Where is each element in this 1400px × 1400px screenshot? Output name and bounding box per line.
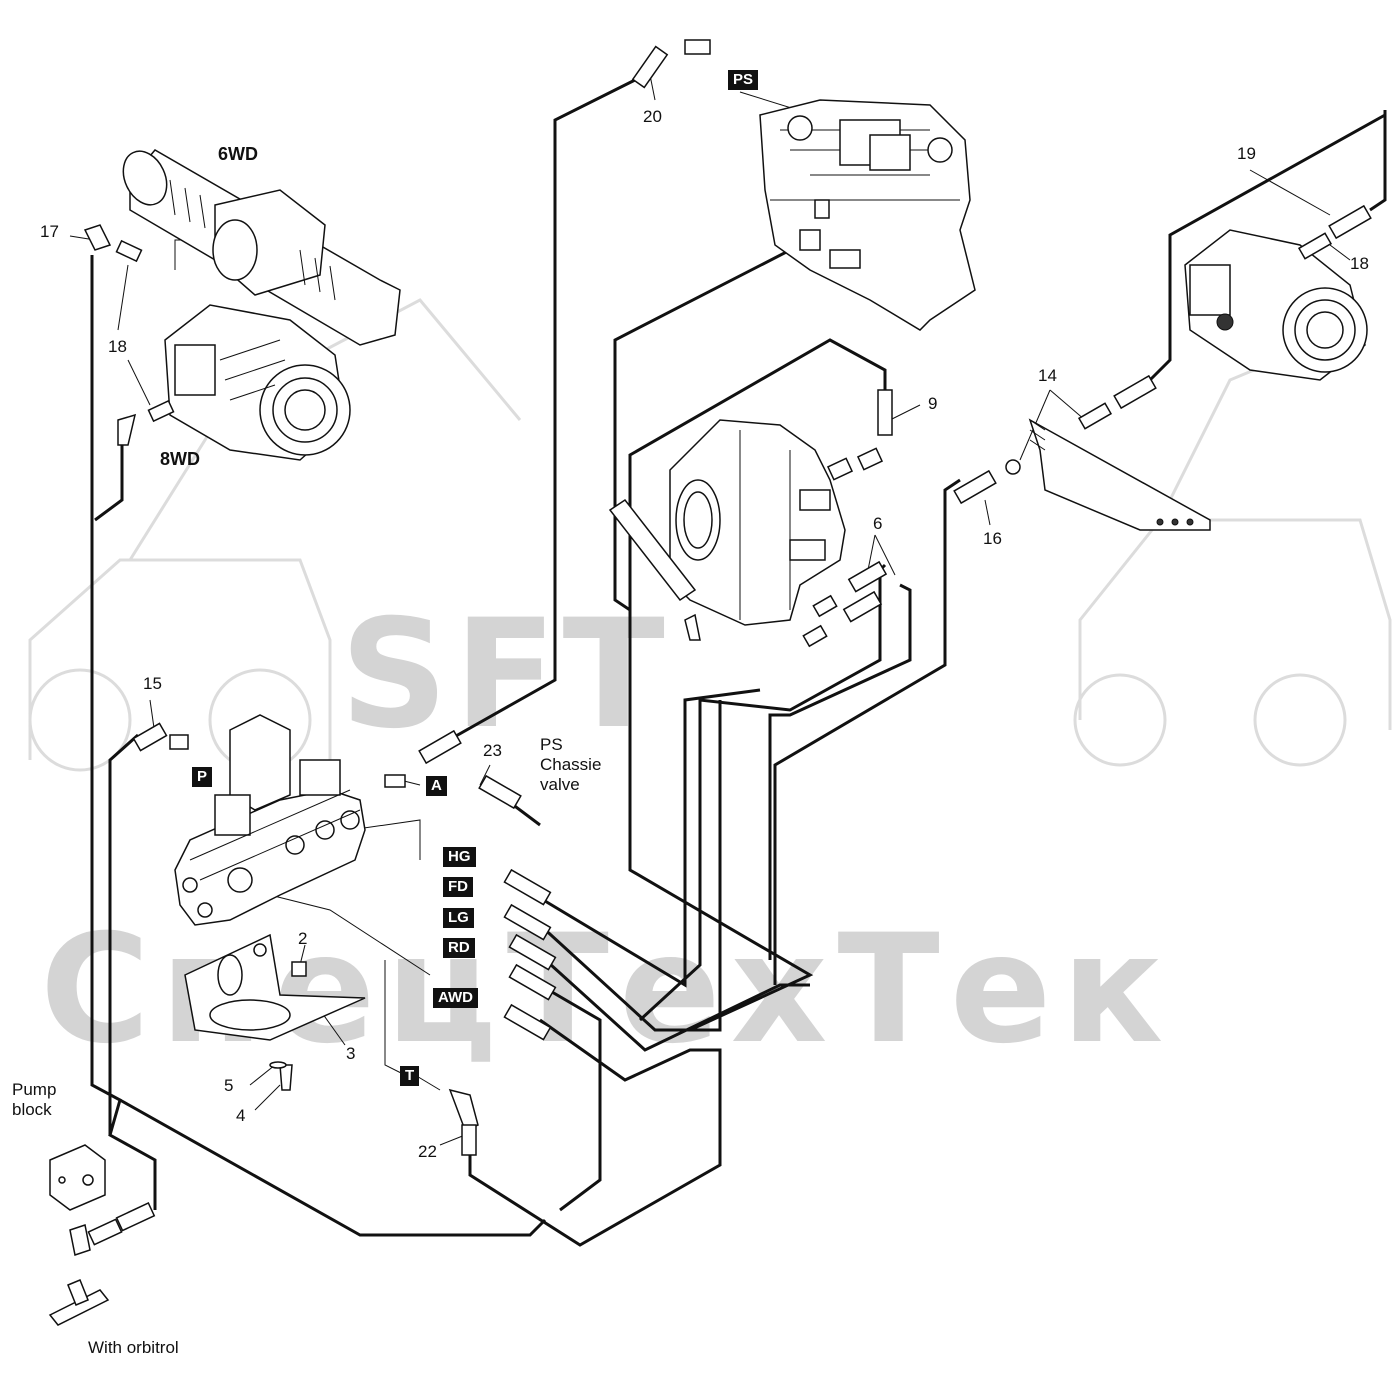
- watermark-top: SFT: [340, 588, 671, 762]
- pump-bracket: [184, 933, 366, 1041]
- hose-line-lg: [538, 953, 810, 1052]
- port-tag-p: P: [192, 767, 213, 787]
- part-number-22: 22: [418, 1142, 437, 1161]
- hose-line-16: [773, 478, 961, 985]
- part-number-19: 19: [1237, 144, 1256, 163]
- note-with-orbitrol: With orbitrol: [88, 1338, 179, 1357]
- hose-line-18-left: [94, 445, 124, 522]
- part-number-16: 16: [983, 529, 1002, 548]
- hose-line-6a: [638, 563, 887, 1022]
- hose-line-rd: [539, 983, 602, 1212]
- part-number-17: 17: [40, 222, 59, 241]
- part-number-18-right: 18: [1350, 254, 1369, 273]
- hose-line-9: [628, 338, 887, 1032]
- port-tag-t: T: [400, 1066, 420, 1086]
- pump-block-inset: [48, 1144, 156, 1326]
- port-tag-hg: HG: [443, 847, 476, 867]
- hose-line-6b: [768, 583, 912, 960]
- note-valve-line: valve: [540, 775, 580, 794]
- part-number-2: 2: [298, 929, 308, 948]
- part-number-6: 6: [873, 514, 883, 533]
- port-tag-rd: RD: [443, 938, 475, 958]
- label-8wd: 8WD: [160, 449, 200, 469]
- port-tag-awd: AWD: [433, 988, 478, 1008]
- port-tag-a: A: [426, 776, 447, 796]
- part-number-4: 4: [236, 1106, 246, 1125]
- hose-lines: [90, 78, 1387, 1247]
- hose-line-20: [439, 78, 636, 747]
- hose-line-19b: [1148, 113, 1386, 382]
- part-number-9: 9: [928, 394, 938, 413]
- port-tag-lg: LG: [443, 908, 474, 928]
- part-number-3: 3: [346, 1044, 356, 1063]
- part-number-15: 15: [143, 674, 162, 693]
- hose-line-awd: [468, 1018, 722, 1247]
- control-valve: [608, 419, 846, 641]
- port-tag-ps: PS: [728, 70, 759, 90]
- part-number-5: 5: [224, 1076, 234, 1095]
- part-number-23: 23: [483, 741, 502, 760]
- hose-line-19: [1369, 110, 1387, 212]
- part-number-18-left: 18: [108, 337, 127, 356]
- pump-block-assembly: [174, 714, 366, 926]
- hose-line-17: [90, 255, 157, 1210]
- fittings: [83, 39, 1372, 1156]
- note-ps-line: PS: [540, 735, 563, 754]
- note-ps-chassie-valve: PS Chassie valve: [540, 735, 601, 795]
- hub-motor-right: [1184, 229, 1368, 381]
- leader-lines: [69, 74, 1351, 1146]
- mounting-bracket: [1028, 418, 1211, 531]
- part-number-20: 20: [643, 107, 662, 126]
- note-pump-line: Pump: [12, 1080, 57, 1099]
- transmission-housing: [759, 99, 976, 331]
- axle-6wd: [122, 149, 401, 346]
- note-pump-block: Pump block: [12, 1080, 56, 1120]
- note-block-line: block: [12, 1100, 52, 1119]
- hub-motor-8wd: [164, 304, 351, 461]
- label-6wd: 6WD: [218, 144, 258, 164]
- hose-line-ps: [613, 243, 801, 612]
- port-tag-fd: FD: [443, 877, 473, 897]
- hose-line-15: [108, 733, 139, 1135]
- hose-line-return: [119, 1098, 547, 1237]
- hose-line-hg: [534, 688, 761, 988]
- note-chassie-line: Chassie: [540, 755, 602, 774]
- part-number-14: 14: [1038, 366, 1057, 385]
